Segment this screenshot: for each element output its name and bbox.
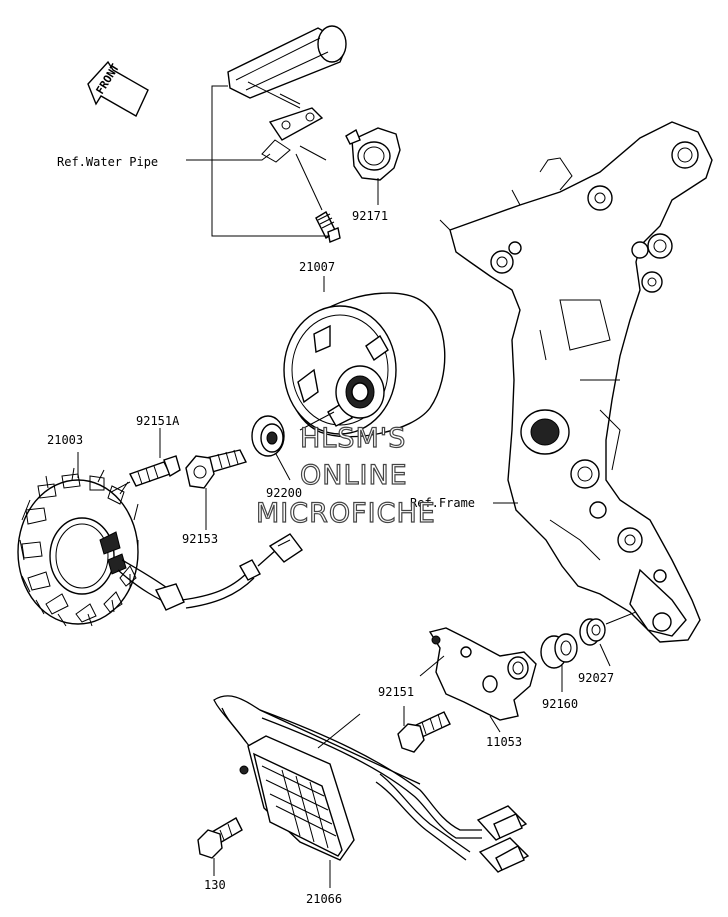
regulator-21066 (213, 695, 530, 888)
collar-92027 (579, 611, 637, 667)
ref-water-pipe-label: Ref.Water Pipe (57, 155, 158, 169)
bolt-130 (197, 817, 243, 876)
stator-harness (117, 533, 304, 611)
watermark-line-1: HLSM'S (300, 423, 406, 454)
ref-frame-label: Ref.Frame (410, 496, 475, 510)
grommet-92160 (540, 633, 578, 692)
part-label-21066: 21066 (306, 892, 342, 906)
water-pipe-bracket-lines (211, 85, 330, 237)
frame-reference (439, 121, 713, 643)
part-label-21007: 21007 (299, 260, 335, 274)
part-label-92153: 92153 (182, 532, 218, 546)
part-label-92151: 92151 (378, 685, 414, 699)
washer-92200 (251, 415, 291, 481)
clamp-92171 (345, 127, 401, 205)
part-label-92160: 92160 (542, 697, 578, 711)
bolt-92153 (185, 449, 248, 530)
part-label-92200: 92200 (266, 486, 302, 500)
part-label-21003: 21003 (47, 433, 83, 447)
bracket-11053 (428, 627, 537, 733)
part-label-92151a: 92151A (136, 414, 180, 428)
part-label-130: 130 (204, 878, 226, 892)
stator-21003 (17, 452, 139, 627)
rotor-21007 (283, 276, 446, 438)
bolt-92151 (397, 655, 451, 753)
part-label-92027: 92027 (578, 671, 614, 685)
watermark-line-2: ONLINE (300, 460, 408, 491)
front-arrow-icon: FRONT (87, 60, 149, 117)
part-label-11053: 11053 (486, 735, 522, 749)
watermark-line-3: MICROFICHE (256, 498, 436, 529)
part-label-92171: 92171 (352, 209, 388, 223)
watermark: HLSM'S ONLINE MICROFICHE (255, 422, 436, 529)
harness-92151-leader (317, 713, 361, 749)
water-pipe-assembly (227, 25, 347, 243)
